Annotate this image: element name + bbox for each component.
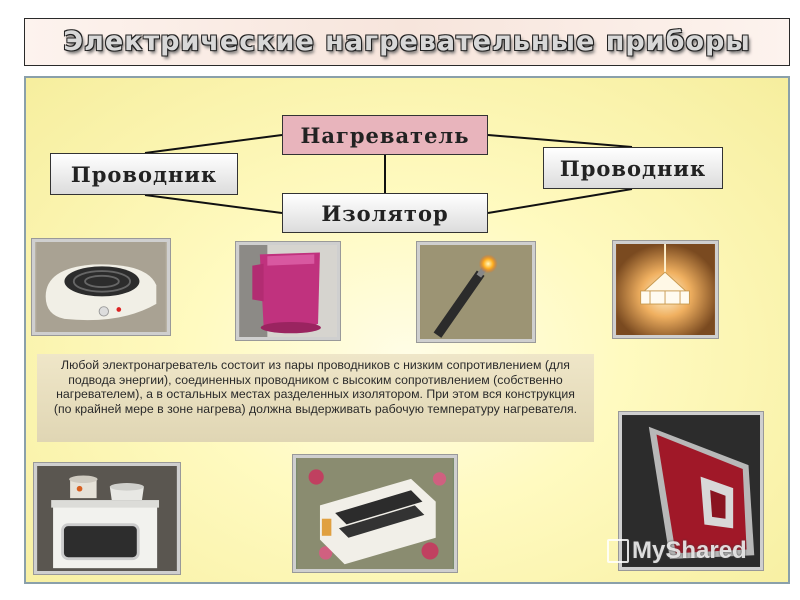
electric-stove-photo (33, 462, 181, 575)
watermark-logo-icon (607, 539, 629, 563)
lamp-photo (612, 240, 719, 339)
iron-photo (618, 411, 764, 571)
title-banner: Электрические нагревательные приборы (24, 18, 790, 66)
kettle-photo (235, 241, 341, 341)
immersion-heater-photo (416, 241, 536, 343)
page-title: Электрические нагревательные приборы (63, 26, 751, 57)
watermark-text: MyShared (632, 537, 747, 564)
conductor-right-box: Проводник (543, 147, 723, 189)
conductor-left-box: Проводник (50, 153, 238, 195)
connector-insulator-left (144, 194, 283, 214)
connector-heater-left (144, 134, 283, 154)
insulator-box: Изолятор (282, 193, 488, 233)
connector-insulator-right (487, 188, 633, 214)
watermark: MyShared (607, 536, 747, 566)
toaster-photo (292, 454, 458, 573)
hot-plate-photo (31, 238, 171, 336)
heater-box: Нагреватель (282, 115, 488, 155)
description-text: Любой электронагреватель состоит из пары… (37, 354, 594, 442)
connector-heater-right (487, 134, 633, 148)
